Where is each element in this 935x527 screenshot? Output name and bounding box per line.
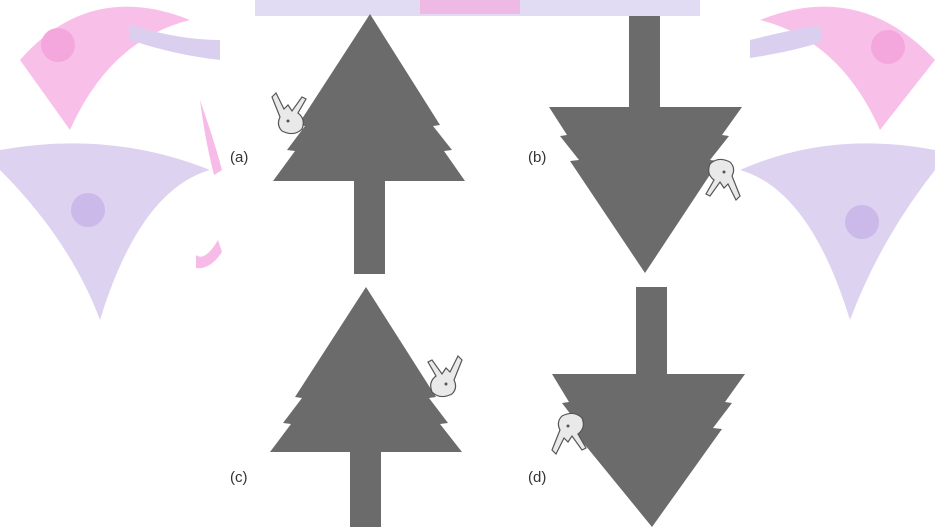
tree-b-trunk bbox=[629, 16, 660, 107]
label-a: (a) bbox=[230, 149, 249, 166]
bird-icon bbox=[551, 412, 587, 456]
watermark bbox=[0, 0, 935, 320]
tree-c-canopy bbox=[270, 287, 462, 452]
watermark-right-purple-wing bbox=[740, 143, 935, 320]
tree-c bbox=[270, 287, 462, 527]
tree-a bbox=[273, 14, 465, 274]
tree-a-canopy bbox=[273, 14, 465, 181]
watermark-top-pink bbox=[420, 0, 520, 14]
tree-a-trunk bbox=[354, 181, 385, 274]
watermark-right-pink-dot bbox=[871, 30, 905, 64]
label-c: (c) bbox=[230, 469, 248, 486]
watermark-right-purple-stroke bbox=[750, 25, 822, 58]
watermark-left-pink-foot bbox=[196, 240, 222, 269]
watermark-left-pink-dot bbox=[41, 28, 75, 62]
watermark-left-pink-sliver bbox=[200, 100, 222, 175]
label-d: (d) bbox=[528, 469, 547, 486]
tree-b-canopy bbox=[549, 107, 742, 273]
tree-d bbox=[552, 287, 745, 527]
label-b: (b) bbox=[528, 149, 547, 166]
watermark-left-purple-dot bbox=[71, 193, 105, 227]
tree-c-trunk bbox=[350, 452, 381, 527]
watermark-left-purple-wing bbox=[0, 143, 210, 320]
watermark-left-purple-stroke bbox=[130, 25, 220, 60]
bird-icon bbox=[427, 354, 463, 398]
watermark-right-purple-dot bbox=[845, 205, 879, 239]
tree-d-trunk bbox=[636, 287, 667, 374]
tree-b bbox=[549, 16, 742, 273]
bird-icon bbox=[705, 158, 741, 202]
watermark-right-pink-wing bbox=[760, 6, 935, 130]
watermark-left-pink-wing bbox=[20, 6, 190, 130]
bird-icon bbox=[271, 91, 307, 135]
tree-d-canopy bbox=[552, 374, 745, 527]
